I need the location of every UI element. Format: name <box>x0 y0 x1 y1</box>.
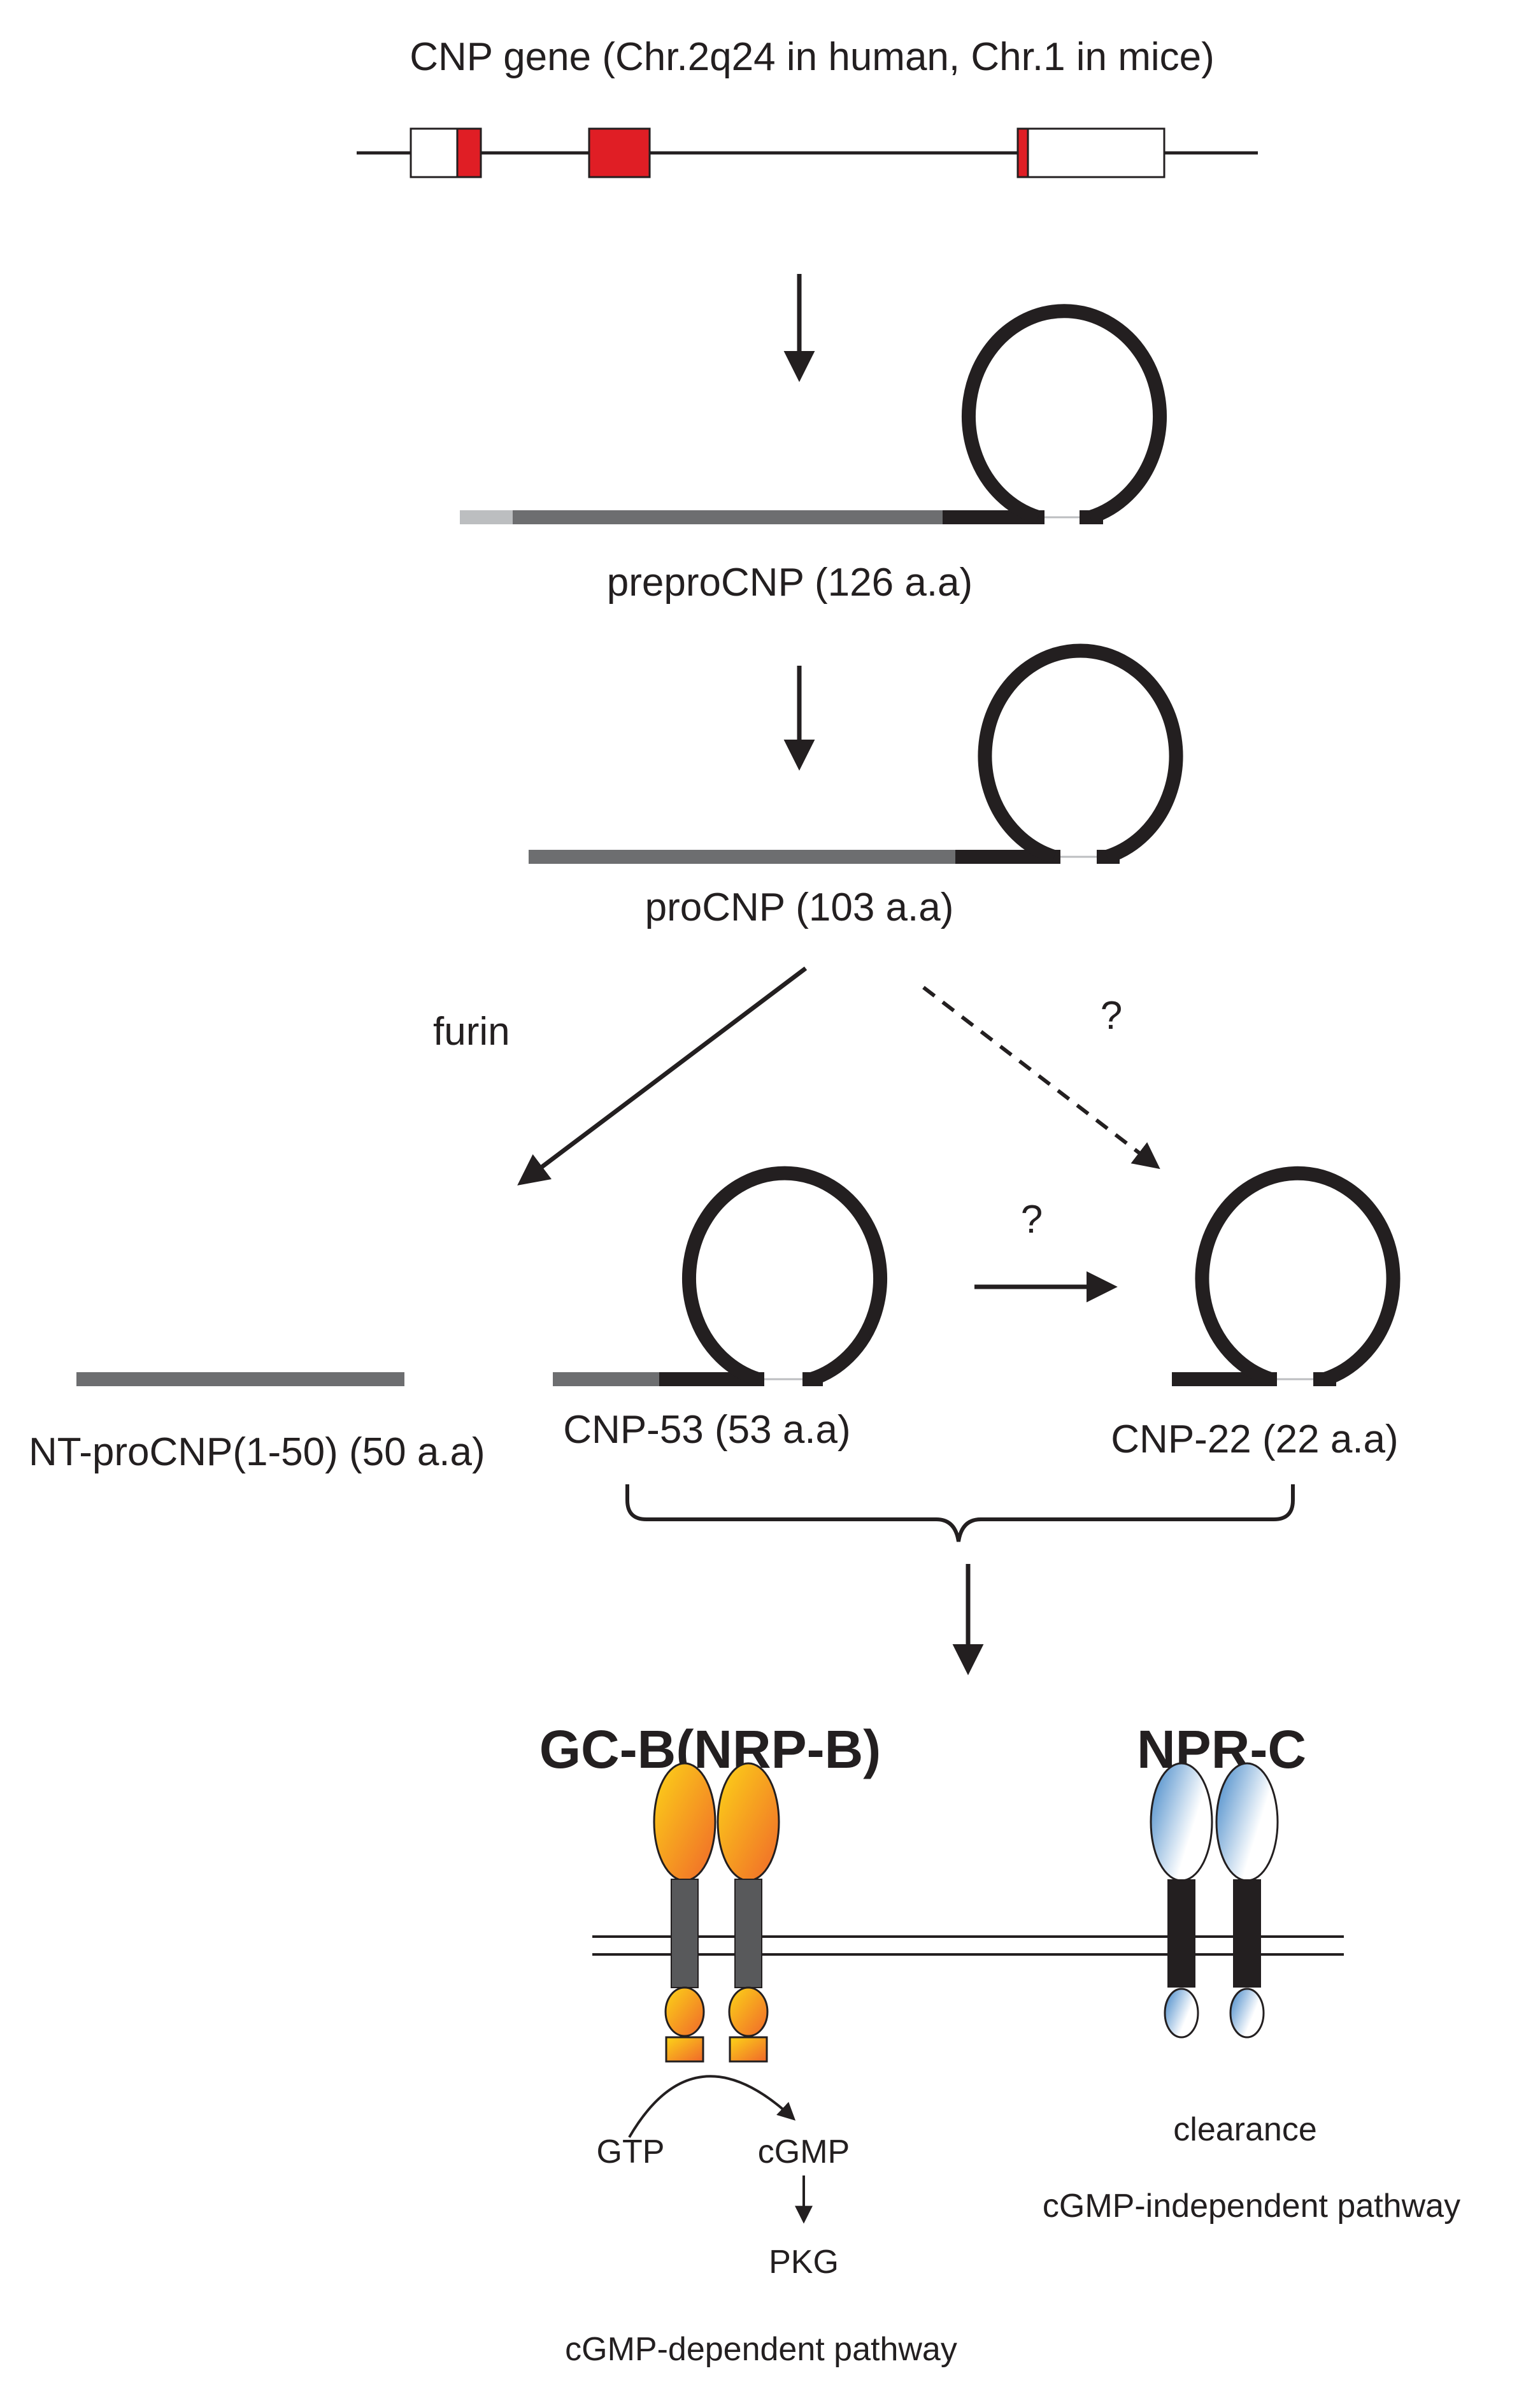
ring-loop <box>1195 1166 1401 1386</box>
gene-structure <box>357 127 1258 178</box>
procnp-structure <box>529 643 1183 864</box>
gcb-receptor <box>653 1762 780 2063</box>
cnp53-structure <box>553 1166 887 1386</box>
nprc-receptor-name: NPR-C <box>1137 1719 1306 1779</box>
gcb-kinase-homology-domain <box>664 1986 705 2037</box>
gene-title: CNP gene (Chr.2q24 in human, Chr.1 in mi… <box>410 35 1215 79</box>
cnp22-structure <box>1172 1166 1401 1386</box>
nprc-extracellular-domain <box>1150 1762 1213 1882</box>
gcb-receptor-name: GC-B(NRP-B) <box>539 1719 881 1779</box>
procnp-label: proCNP (103 a.a) <box>645 885 954 929</box>
cnp22-label: CNP-22 (22 a.a) <box>1111 1417 1398 1461</box>
gcb-subunit-2 <box>717 1762 780 2063</box>
cgmp-independent-pathway-label: cGMP-independent pathway <box>1043 2188 1460 2225</box>
exon-2-coding <box>588 127 651 178</box>
arrow-furin-cleavage <box>517 966 808 1186</box>
pkg-label: PKG <box>769 2244 839 2281</box>
arrow-unknown-cleavage <box>922 986 1160 1170</box>
exon-1-coding <box>456 127 482 178</box>
cnp53-label: CNP-53 (53 a.a) <box>563 1408 850 1452</box>
nprc-receptor <box>1150 1762 1279 2039</box>
preprocnp-label: preproCNP (126 a.a) <box>607 561 973 605</box>
gcb-guanylyl-cyclase-domain <box>665 2036 704 2063</box>
nprc-subunit-1 <box>1150 1762 1213 2039</box>
grouping-brace <box>625 1484 1295 1542</box>
furin-label: furin <box>433 1010 510 1054</box>
ring-loop <box>978 643 1183 864</box>
gcb-extracellular-domain <box>717 1762 780 1882</box>
exon-3 <box>1016 127 1166 178</box>
cgmp-dependent-pathway-label: cGMP-dependent pathway <box>565 2331 957 2368</box>
gcb-guanylyl-cyclase-domain <box>729 2036 768 2063</box>
nprc-transmembrane-domain <box>1233 1879 1261 1988</box>
cgmp-label: cGMP <box>758 2133 850 2170</box>
gcb-extracellular-domain <box>653 1762 717 1882</box>
nt-procnp-label: NT-proCNP(1-50) (50 a.a) <box>29 1430 485 1474</box>
preprocnp-structure <box>460 304 1167 524</box>
clearance-label: clearance <box>1173 2111 1316 2148</box>
nprc-intracellular-domain <box>1164 1988 1199 2039</box>
nprc-intracellular-domain <box>1229 1988 1265 2039</box>
exon-3-coding <box>1016 127 1029 178</box>
nprc-extracellular-domain <box>1215 1762 1279 1882</box>
gcb-transmembrane-domain <box>671 1879 699 1988</box>
nprc-transmembrane-domain <box>1167 1879 1195 1988</box>
unknown-conversion-label: ? <box>1021 1198 1043 1242</box>
gtp-label: GTP <box>597 2133 665 2170</box>
ring-loop <box>962 304 1167 524</box>
gcb-transmembrane-domain <box>734 1879 762 1988</box>
unknown-cleavage-label: ? <box>1101 994 1122 1038</box>
cell-membrane <box>592 1935 1344 1956</box>
arrow-gtp-to-cgmp <box>628 2075 796 2139</box>
gcb-kinase-homology-domain <box>728 1986 769 2037</box>
ring-loop <box>682 1166 887 1386</box>
nprc-subunit-2 <box>1215 1762 1279 2039</box>
gcb-subunit-1 <box>653 1762 717 2063</box>
